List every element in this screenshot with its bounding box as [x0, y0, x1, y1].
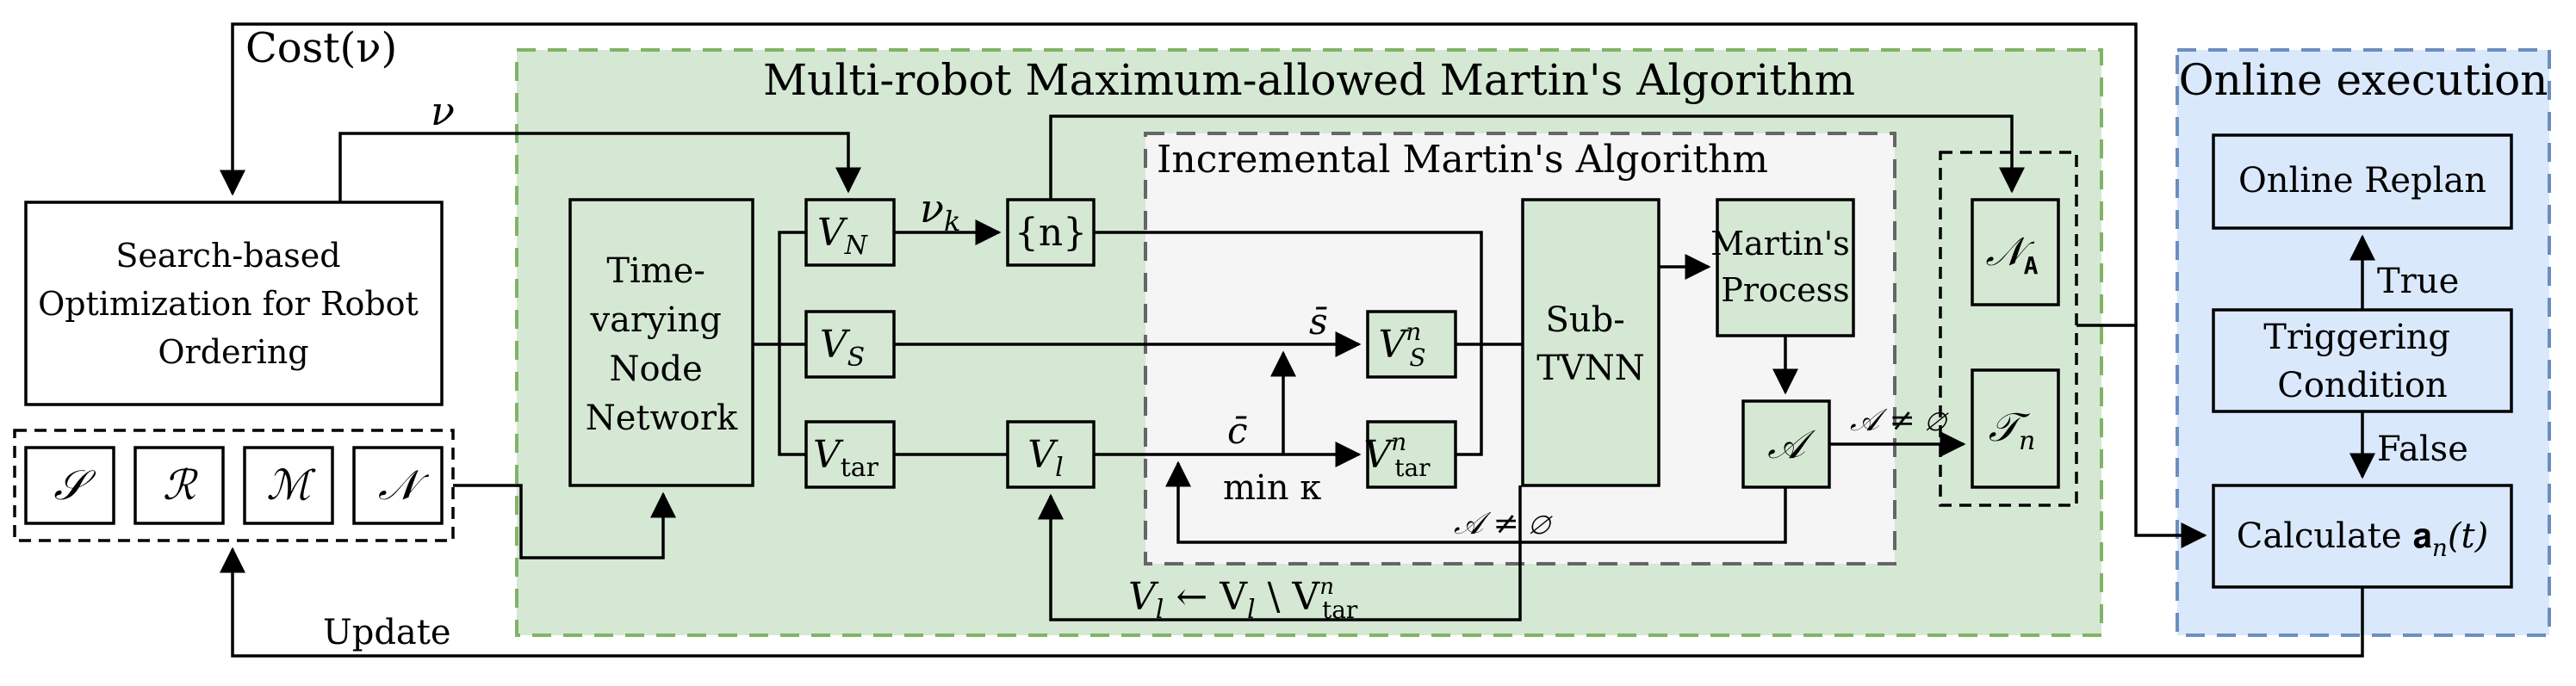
incremental-title: Incremental Martin's Algorithm: [1157, 138, 1768, 182]
vtarn-box: [1366, 420, 1457, 489]
vn-box: [804, 198, 896, 267]
false-label: False: [2377, 430, 2468, 469]
n-set-label: {n}: [1015, 211, 1087, 255]
nu-k-label: νk: [920, 185, 960, 238]
vl-label: Vl: [1027, 433, 1063, 483]
online-replan-box: [2212, 133, 2513, 230]
a-set-box: [1741, 399, 1831, 489]
a-nonempty-right-label: 𝒜 ≠ ∅: [1850, 403, 1949, 438]
input-m-box: [243, 446, 334, 525]
tvnn-box: [568, 198, 754, 487]
martin-process-label: Martin's Process: [1710, 225, 1860, 309]
cost-edge: [220, 22, 2138, 325]
min-kappa-label: min κ: [1223, 468, 1321, 508]
triggering-box: [2212, 308, 2513, 413]
a-loop-edge: [1165, 460, 1787, 544]
subtvnn-label: Sub- TVNN: [1536, 300, 1645, 388]
c-bar-label: c̄: [1227, 410, 1248, 452]
inputs-group: [13, 429, 455, 542]
true-label: True: [2377, 262, 2459, 301]
n-to-na-edge: [1049, 114, 2025, 200]
martin-process-box: [1716, 198, 1855, 337]
vtar-label: Vtar: [813, 433, 879, 483]
vs-label: VS: [820, 323, 865, 373]
online-title: Online execution: [2179, 55, 2548, 105]
output-to-calculate-edge: [2076, 324, 2207, 548]
tvnn-branch-edge: [753, 231, 806, 346]
t-n-box: [1971, 368, 2060, 489]
input-n-box: [352, 446, 444, 525]
input-s-label: 𝒮: [53, 461, 96, 510]
online-replan-label: Online Replan: [2238, 161, 2486, 201]
inputs-to-tvnn-edge: [453, 484, 676, 559]
vn-label: VN: [817, 211, 869, 261]
output-group: [1939, 151, 2078, 507]
update-edge: [220, 547, 2364, 658]
input-m-label: ℳ: [266, 461, 316, 510]
update-label: Update: [323, 613, 451, 652]
input-r-box: [133, 446, 225, 525]
tvnn-label: Time- varying Node Network: [586, 251, 738, 438]
search-opt-label: Search-based Optimization for Robot Orde…: [38, 237, 429, 371]
main-title: Multi-robot Maximum-allowed Martin's Alg…: [763, 55, 1855, 105]
input-n-label: 𝒩: [378, 461, 430, 510]
input-s-box: [24, 446, 115, 525]
vl-box: [1006, 420, 1096, 489]
input-r-label: ℛ: [163, 461, 199, 510]
vl-update-edge: [1038, 485, 1522, 621]
n-a-box: [1971, 198, 2060, 306]
tvnn-to-vtar-edge: [778, 344, 806, 456]
a-nonempty-bottom-label: 𝒜 ≠ ∅: [1454, 506, 1553, 541]
s-bar-label: s̄: [1309, 300, 1328, 343]
vtar-box: [804, 420, 896, 489]
calculate-label: Calculate 𝐚n(t): [2237, 516, 2489, 562]
cost-label: Cost(ν): [245, 24, 397, 72]
nu-edge: [338, 132, 861, 202]
subtvnn-box: [1521, 198, 1660, 487]
nu-label: ν: [431, 88, 455, 134]
search-optimization-box: [24, 201, 444, 406]
triggering-label: Triggering Condition: [2263, 318, 2461, 405]
